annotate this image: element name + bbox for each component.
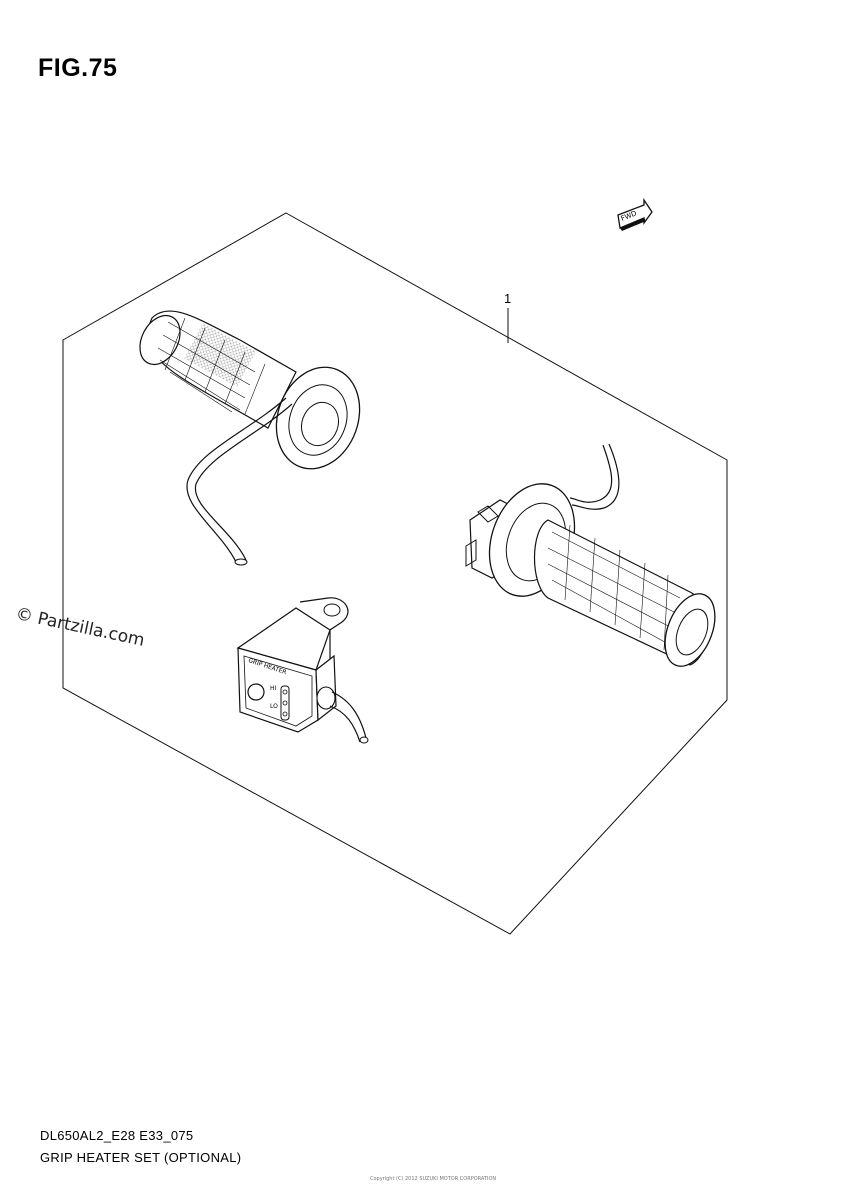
fwd-arrow-icon: FWD bbox=[617, 197, 653, 231]
switch-hi-label: HI bbox=[270, 685, 277, 692]
right-grip-heater bbox=[465, 443, 716, 667]
figure-title: FIG.75 bbox=[38, 54, 118, 82]
switch-lo-label: LO bbox=[270, 703, 278, 710]
grip-heater-switch: GRIP HEATER HI LO bbox=[236, 597, 369, 744]
kit-outline bbox=[62, 212, 728, 935]
left-grip-heater bbox=[139, 310, 361, 566]
callout-number: 1 bbox=[504, 291, 511, 306]
part-name: GRIP HEATER SET (OPTIONAL) bbox=[40, 1150, 242, 1165]
model-code: DL650AL2_E28 E33_075 bbox=[40, 1128, 194, 1143]
copyright-notice: Copyright (C) 2012 SUZUKI MOTOR CORPORAT… bbox=[370, 1176, 497, 1182]
